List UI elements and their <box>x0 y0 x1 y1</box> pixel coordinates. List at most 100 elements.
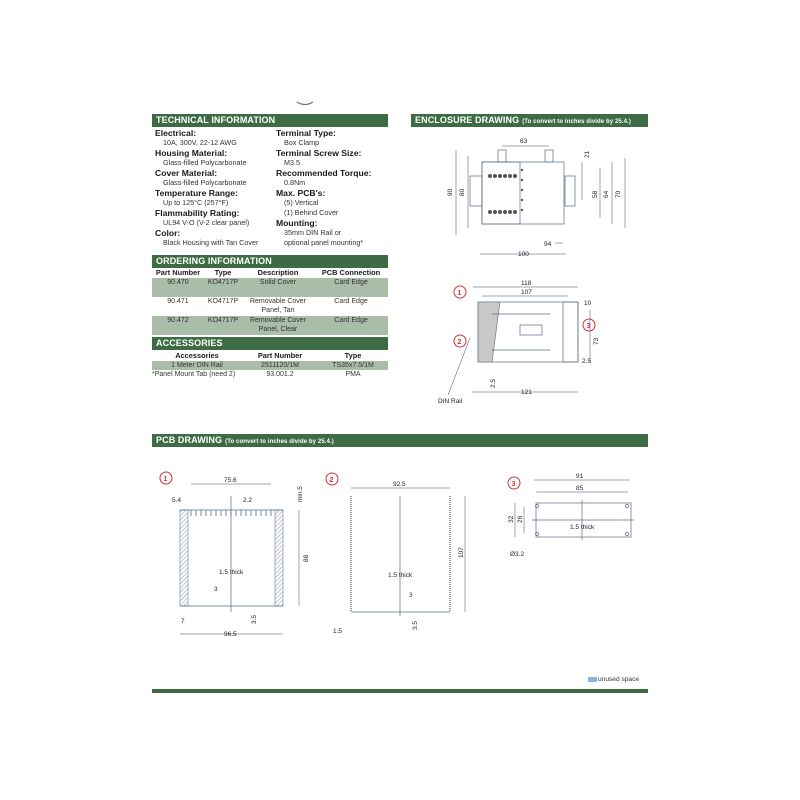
terminal-type-label: Terminal Type: <box>276 128 336 138</box>
recommended-torque-label: Recommended Torque: <box>276 168 372 178</box>
svg-text:107: 107 <box>521 289 532 296</box>
svg-text:2: 2 <box>458 339 462 346</box>
enclosure-side-view: 118 107 10 73 2.5 2.5 121 DIN Rail 1 2 3 <box>438 280 600 405</box>
svg-text:1: 1 <box>164 476 168 483</box>
svg-text:1.5 thick: 1.5 thick <box>570 524 595 531</box>
col-description: Description <box>257 268 299 277</box>
cell-accessory: 1 Meter DIN Rail <box>152 361 242 370</box>
ordering-table: Part Number Type Description PCB Connect… <box>152 268 388 335</box>
tech-info-left-column: Electrical: 10A, 300V, 22-12 AWG Housing… <box>155 128 275 248</box>
svg-text:2.5: 2.5 <box>582 358 591 365</box>
svg-text:3.5: 3.5 <box>412 621 419 630</box>
mounting-label: Mounting: <box>276 218 318 228</box>
legend-label: unused space <box>598 676 640 683</box>
cell-part: 90.471 <box>167 298 189 305</box>
svg-text:1: 1 <box>458 290 462 297</box>
tech-info-right-column: Terminal Type: Box Clamp Terminal Screw … <box>276 128 388 248</box>
pcb-3-drawing: 3 91 85 32 26 1.5 thick Ø3.2 <box>507 473 634 558</box>
svg-text:7: 7 <box>181 618 185 625</box>
svg-text:1.5 thick: 1.5 thick <box>388 572 413 579</box>
svg-text:73: 73 <box>593 337 600 345</box>
cell-type: PMA <box>345 371 361 378</box>
svg-text:2.5: 2.5 <box>490 379 497 388</box>
cell-type: KO4717P <box>207 298 239 305</box>
svg-text:min.5: min.5 <box>297 486 304 502</box>
col-type: Type <box>344 351 362 360</box>
svg-text:3: 3 <box>214 586 218 593</box>
housing-material-value: Glass-filled Polycarbonate <box>163 158 247 167</box>
svg-text:92.5: 92.5 <box>393 481 406 488</box>
svg-text:3.5: 3.5 <box>251 615 258 624</box>
temperature-range-value: Up to 125°C (257°F) <box>163 198 229 207</box>
svg-text:32: 32 <box>508 515 515 523</box>
svg-text:Ø3.2: Ø3.2 <box>510 551 524 558</box>
chevron-ornament-icon <box>296 101 314 106</box>
svg-text:121: 121 <box>521 389 532 396</box>
cell-type: TS35x7.5/1M <box>318 361 388 370</box>
cell-accessory: *Panel Mount Tab (need 2) <box>152 371 236 378</box>
housing-material-label: Housing Material: <box>155 148 228 158</box>
color-value: Black Housing with Tan Cover <box>163 238 259 247</box>
cell-part: 90.470 <box>152 278 204 297</box>
table-row: 90.470 KO4717P Solid Cover Card Edge <box>152 278 388 297</box>
cell-pcb: Card Edge <box>314 278 388 297</box>
pcb-drawing-header: PCB DRAWING(To convert to inches divide … <box>152 434 648 447</box>
col-part-number: Part Number <box>257 351 303 360</box>
flammability-rating-label: Flammability Rating: <box>155 208 240 218</box>
cell-type: KO4717P <box>204 278 242 297</box>
terminal-type-value: Box Clamp <box>284 138 320 147</box>
max-pcbs-value-2: (1) Behind Cover <box>284 208 339 217</box>
svg-text:21: 21 <box>584 150 591 158</box>
svg-text:3: 3 <box>587 323 591 330</box>
svg-text:85: 85 <box>576 485 584 492</box>
svg-text:118: 118 <box>521 280 532 287</box>
pcb-drawings: 1 75.6 5.4 2.2 min.5 88 1.5 thick 3 3.5 … <box>159 471 634 638</box>
electrical-label: Electrical: <box>155 128 197 138</box>
cell-part: 90.472 <box>152 316 204 335</box>
col-type: Type <box>214 268 232 277</box>
terminal-screw-size-value: M3.5 <box>284 158 300 167</box>
pcb-2-drawing: 2 92.5 107 1.5 thick 3 3.5 1.5 <box>325 472 466 635</box>
legend: unused space <box>588 676 639 683</box>
svg-text:90: 90 <box>447 188 454 196</box>
accessories-table: Accessories Part Number Type 1 Meter DIN… <box>152 351 388 379</box>
cell-part: 93.001.2 <box>266 371 294 378</box>
cell-part: 2511120/1M <box>242 361 318 370</box>
accessories-table-header: Accessories Part Number Type <box>152 351 388 361</box>
svg-text:3: 3 <box>409 592 413 599</box>
ordering-information-header: ORDERING INFORMATION <box>152 255 388 268</box>
svg-text:26: 26 <box>517 515 524 523</box>
svg-text:58: 58 <box>592 190 599 198</box>
svg-text:94: 94 <box>544 241 552 248</box>
svg-text:100: 100 <box>518 251 529 258</box>
recommended-torque-value: 0.8Nm <box>284 178 306 187</box>
svg-text:91: 91 <box>576 473 584 480</box>
terminal-screw-size-label: Terminal Screw Size: <box>276 148 362 158</box>
enclosure-drawing: 63 90 80 21 58 64 70 94 100 118 107 10 7… <box>438 138 626 405</box>
svg-text:88: 88 <box>303 554 310 562</box>
svg-text:2.2: 2.2 <box>243 497 252 504</box>
pcb-1-drawing: 1 75.6 5.4 2.2 min.5 88 1.5 thick 3 3.5 … <box>159 471 310 638</box>
col-part-number: Part Number <box>155 268 201 277</box>
col-pcb-connection: PCB Connection <box>321 268 381 277</box>
svg-text:1.5: 1.5 <box>333 628 342 635</box>
svg-text:5.4: 5.4 <box>172 497 181 504</box>
cover-material-label: Cover Material: <box>155 168 218 178</box>
color-label: Color: <box>155 228 181 238</box>
cell-type: KO4717P <box>204 316 242 335</box>
svg-text:96.5: 96.5 <box>224 631 237 638</box>
cell-pcb: Card Edge <box>334 298 368 305</box>
svg-text:3: 3 <box>512 481 516 488</box>
svg-text:1.5 thick: 1.5 thick <box>219 569 244 576</box>
col-accessories: Accessories <box>175 351 219 360</box>
mounting-value-1: 35mm DIN Rail or <box>284 228 342 237</box>
svg-text:64: 64 <box>603 190 610 198</box>
max-pcbs-value-1: (5) Vertical <box>284 198 319 207</box>
enclosure-top-view: 63 90 80 21 58 64 70 94 100 <box>447 138 626 258</box>
svg-text:10: 10 <box>584 300 592 307</box>
temperature-range-label: Temperature Range: <box>155 188 238 198</box>
